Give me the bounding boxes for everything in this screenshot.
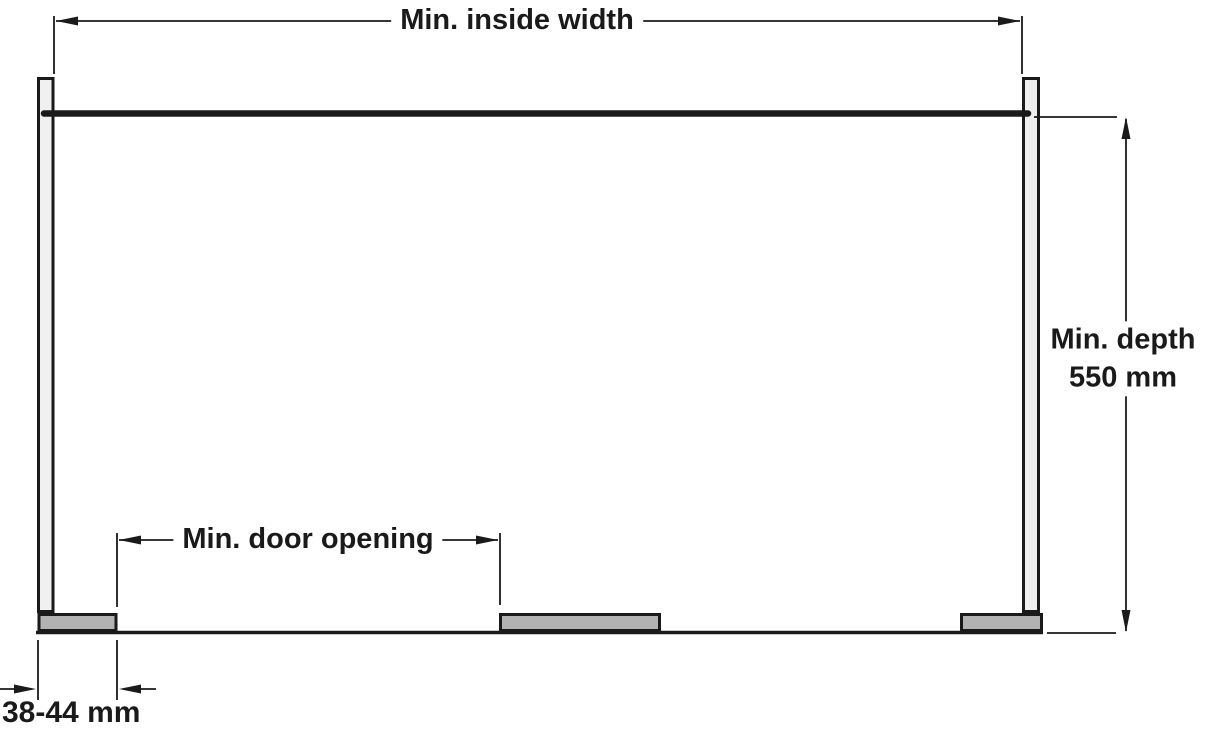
depth-label-line2: 550 mm [1068,361,1178,393]
right-side-panel [1022,77,1040,613]
door-opening-label: Min. door opening [173,521,443,559]
inside-width-label: Min. inside width [391,2,643,40]
bottom-track-block-left [37,613,118,632]
bottom-track-block-right [960,613,1043,632]
door-opening-arrow-left-icon [119,535,141,545]
depth-arrow-down-icon [1121,610,1131,632]
depth-label: Min. depth 550 mm [1046,321,1200,397]
depth-arrow-up-icon [1121,117,1131,139]
inside-width-arrow-left-icon [56,16,78,26]
bottom-track-block-middle [499,613,661,632]
panel-thickness-arrow-right-icon [14,684,36,694]
panel-thickness-label: 38-44 mm [2,696,141,729]
panel-thickness-arrow-left-icon [119,684,141,694]
depth-label-line1: Min. depth [1050,323,1196,356]
inside-width-arrow-right-icon [998,16,1020,26]
door-opening-arrow-right-icon [476,535,498,545]
left-side-panel [37,77,55,613]
